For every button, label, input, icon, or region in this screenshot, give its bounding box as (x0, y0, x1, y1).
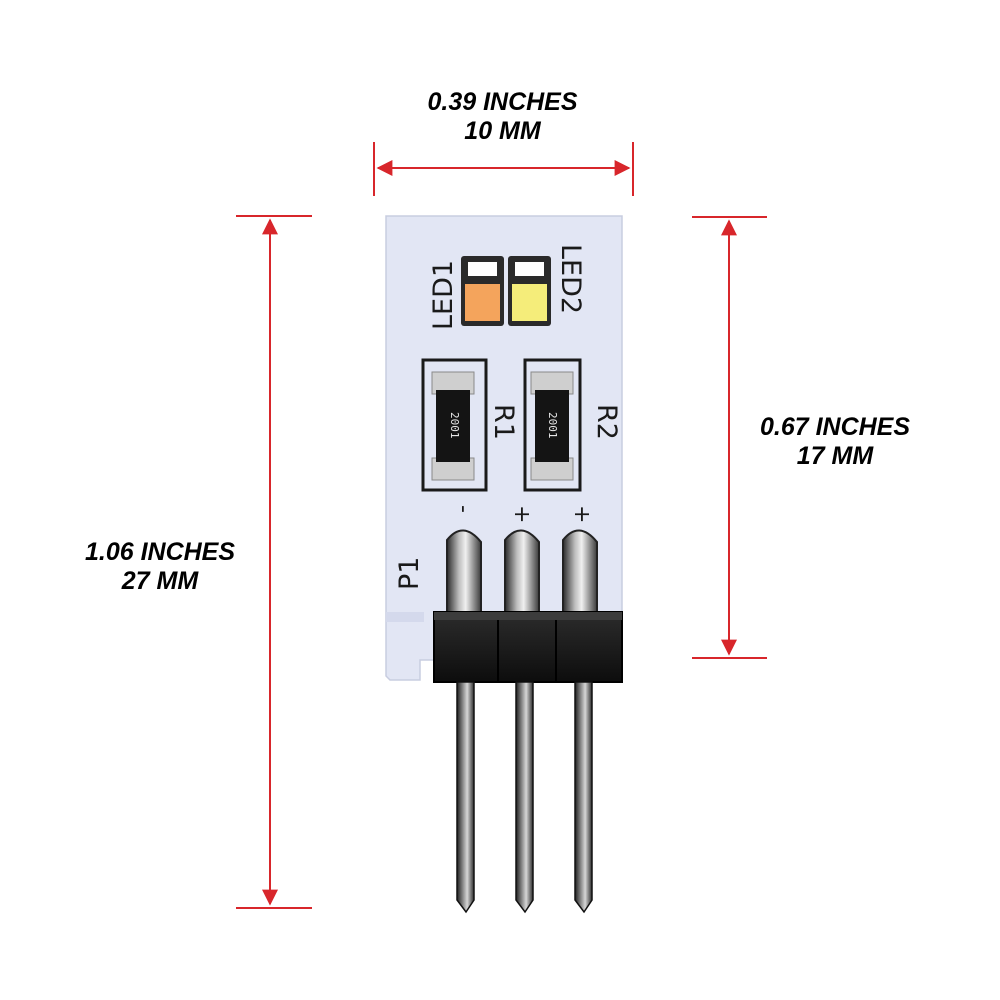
pin-leg-minus (456, 681, 475, 914)
pin-minus-label: - (451, 505, 476, 513)
board-height-mm: 17 MM (796, 442, 874, 470)
pin-leg-plus-1 (515, 681, 534, 914)
width-dimension-label: 0.39 INCHES 10 MM (365, 88, 640, 146)
width-inches: 0.39 INCHES (427, 88, 578, 116)
total-height-dimension-line (236, 215, 312, 909)
led2-label: LED2 (555, 244, 586, 314)
pin-plus-1-label: + (509, 505, 534, 523)
total-height-inches: 1.06 INCHES (84, 538, 236, 566)
led-2 (508, 256, 551, 326)
r1-code: 2001 (448, 412, 461, 439)
board-height-dimension-label: 0.67 INCHES 17 MM (730, 413, 940, 471)
resistor-r1 (431, 371, 475, 481)
board-height-inches: 0.67 INCHES (759, 413, 911, 441)
led-1 (461, 256, 504, 326)
width-mm: 10 MM (464, 117, 541, 145)
board-height-dimension-line (692, 216, 767, 659)
pin-header (433, 611, 623, 683)
pin-leg-plus-2 (574, 681, 593, 914)
connector-label: P1 (394, 557, 425, 590)
total-height-mm: 27 MM (121, 567, 199, 595)
r1-outline (421, 358, 488, 492)
pin-minus-top (446, 529, 482, 623)
width-dimension-line (373, 142, 634, 196)
pin-plus-1-top (504, 529, 540, 623)
r2-label: R2 (591, 404, 622, 440)
total-height-dimension-label: 1.06 INCHES 27 MM (45, 538, 275, 596)
led1-label: LED1 (428, 260, 459, 330)
r2-code: 2001 (546, 412, 559, 439)
r1-label: R1 (488, 404, 519, 440)
resistor-r2 (530, 371, 574, 481)
pin-plus-2-top (562, 529, 598, 623)
r2-outline (523, 358, 582, 492)
pin-plus-2-label: + (569, 505, 594, 523)
